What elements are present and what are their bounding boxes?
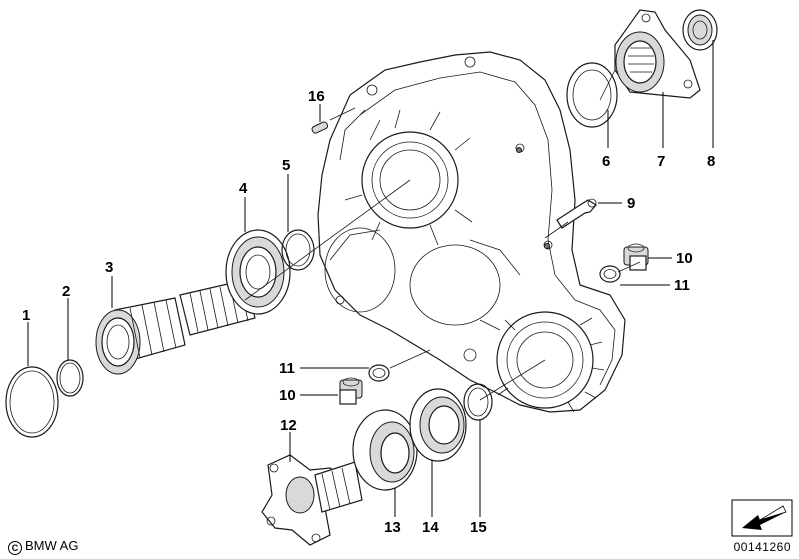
callout-9: 9 <box>627 195 635 212</box>
callout-15: 15 <box>470 519 487 536</box>
callout-11-lower: 11 <box>279 360 295 377</box>
part-11-washer-lower <box>368 364 390 382</box>
callout-11-upper: 11 <box>674 277 690 294</box>
callout-8: 8 <box>707 153 715 170</box>
callout-13: 13 <box>384 519 401 536</box>
callout-16: 16 <box>308 88 325 105</box>
callout-2: 2 <box>62 283 70 300</box>
callout-4: 4 <box>239 180 248 197</box>
copyright-icon: C <box>8 541 22 555</box>
callout-10-upper: 10 <box>676 250 693 267</box>
callout-10-lower: 10 <box>279 387 296 404</box>
part-5-o-ring <box>281 229 315 271</box>
part-7-output-flange <box>614 9 701 99</box>
orientation-arrow-box <box>731 499 793 537</box>
part-4-shaft-seal <box>225 229 291 315</box>
callout-6: 6 <box>602 153 610 170</box>
callout-numbers: 1 2 3 4 5 6 7 8 9 10 11 11 10 12 13 14 1… <box>22 88 715 536</box>
callout-leader-lines <box>27 40 714 517</box>
part-16-dowel-pin <box>311 121 329 134</box>
callout-5: 5 <box>282 157 290 174</box>
arrow-down-left-icon <box>742 505 787 530</box>
assembly-axis-lines <box>244 69 641 401</box>
part-15-o-ring <box>463 383 493 421</box>
part-11-washer-upper <box>599 265 621 283</box>
callout-1: 1 <box>22 307 30 324</box>
part-12-front-flange <box>261 454 363 546</box>
part-10-plug-upper <box>623 243 649 271</box>
callout-14: 14 <box>422 519 439 536</box>
part-14-radial-seal <box>409 388 467 462</box>
part-6-gasket-ring <box>566 62 618 128</box>
copyright-text: BMW AG <box>25 538 79 553</box>
callout-12: 12 <box>280 417 297 434</box>
part-10-plug-lower <box>339 377 363 405</box>
callout-3: 3 <box>105 259 113 276</box>
part-8-seal-cap <box>682 9 718 51</box>
callout-7: 7 <box>657 153 665 170</box>
part-13-deflector <box>352 409 418 491</box>
transfer-case-housing <box>317 51 626 413</box>
part-2-snap-ring <box>56 359 84 397</box>
document-id: 00141260 <box>733 540 791 554</box>
part-9-breather-fitting <box>556 198 597 229</box>
part-1-o-ring <box>5 366 59 438</box>
